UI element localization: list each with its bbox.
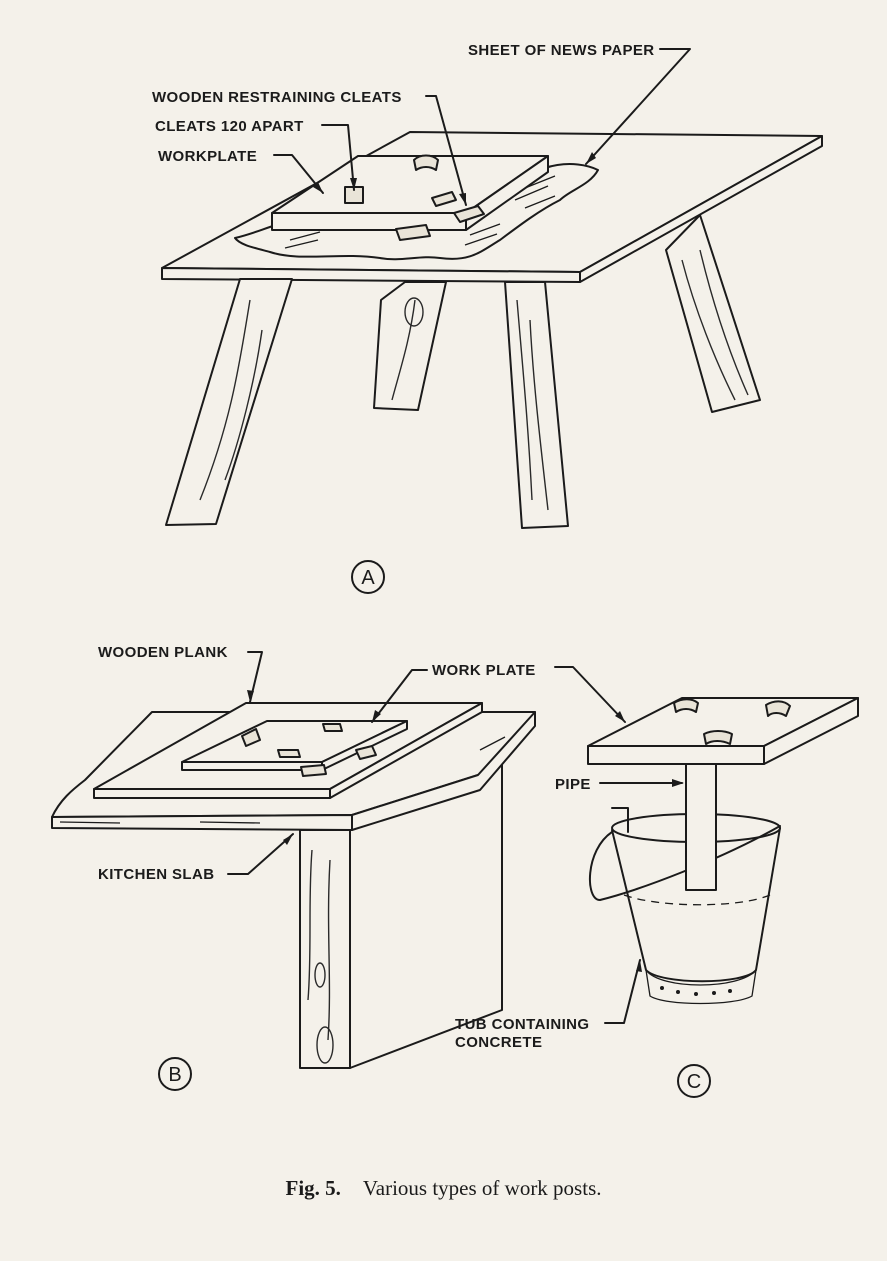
label-pipe: PIPE — [555, 776, 591, 793]
label-wooden-restraining-cleats: WOODEN RESTRAINING CLEATS — [152, 89, 402, 106]
table-leg-front-left — [165, 278, 293, 526]
label-cleats-120-apart: CLEATS 120 APART — [155, 118, 304, 135]
caption-text: Various types of work posts. — [362, 1176, 602, 1200]
workplate-front-c — [587, 745, 765, 765]
label-tub-line1: TUB CONTAINING — [455, 1016, 589, 1033]
cleat-b5 — [300, 764, 327, 777]
panel-b-leaders — [227, 651, 428, 875]
marker-b: B — [168, 1064, 181, 1086]
label-work-plate: WORK PLATE — [432, 662, 536, 679]
cleat-c1 — [673, 698, 699, 713]
figure-caption: Fig. 5. Various types of work posts. — [0, 1176, 887, 1201]
slab-support-front — [299, 829, 351, 1069]
cleat-b4 — [355, 745, 377, 760]
cleat-a3 — [431, 191, 457, 207]
workplate-front-a — [271, 212, 467, 231]
marker-circle-c — [677, 1064, 711, 1098]
cleat-a2 — [413, 154, 439, 171]
panel-a-leaders — [273, 48, 691, 206]
marker-a: A — [361, 567, 375, 589]
pipe — [685, 759, 717, 891]
panel-b-slab — [51, 702, 536, 1069]
table-leg-back-right — [665, 214, 761, 413]
cleat-b3 — [277, 749, 301, 758]
kitchen-slab-side — [351, 711, 536, 831]
cleat-a4 — [453, 205, 485, 223]
label-kitchen-slab: KITCHEN SLAB — [98, 866, 214, 883]
caption-fig-number: Fig. 5. — [285, 1176, 341, 1200]
cleat-c2 — [765, 700, 791, 717]
table-leg-back-left — [373, 281, 447, 411]
marker-circle-a — [351, 560, 385, 594]
label-sheet-of-newspaper: SHEET OF NEWS PAPER — [468, 42, 655, 59]
workplate-side-a — [465, 155, 549, 231]
label-wooden-plank: WOODEN PLANK — [98, 644, 228, 661]
panel-a-table — [161, 131, 823, 529]
label-tub-line2: CONCRETE — [455, 1034, 542, 1051]
cleat-c3 — [703, 730, 733, 745]
table-top-side — [579, 135, 823, 283]
panel-c-leaders — [554, 666, 684, 1024]
wooden-plank-side — [329, 702, 483, 799]
cleat-a5 — [395, 224, 431, 241]
marker-c: C — [687, 1071, 701, 1093]
wooden-plank-front — [93, 788, 331, 799]
cleat-b1 — [241, 728, 261, 747]
workplate-side-c — [763, 697, 859, 765]
cleat-b2 — [322, 723, 343, 732]
marker-circle-b — [158, 1057, 192, 1091]
panel-c-tub — [587, 697, 859, 1005]
label-workplate-a: WORKPLATE — [158, 148, 257, 165]
